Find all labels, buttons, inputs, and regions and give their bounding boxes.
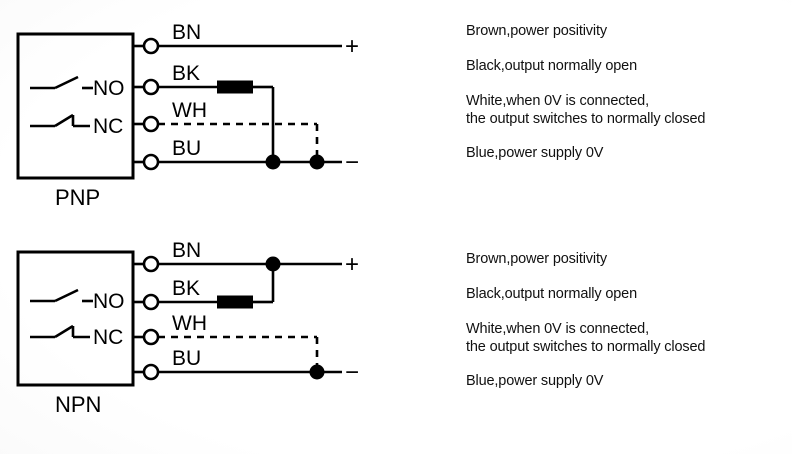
- legend-npn-line: the output switches to normally closed: [466, 339, 706, 355]
- wire-label-bk: BK: [172, 62, 200, 85]
- terminal-bk-npn: BK: [133, 277, 273, 311]
- terminal-circle-bk: [142, 78, 160, 96]
- legend-npn-line: Brown,power positivity: [466, 251, 607, 267]
- legend-pnp-line: the output switches to normally closed: [466, 111, 706, 127]
- junction-dot-1-npn: [265, 256, 281, 272]
- legend-npn-paragraph: White,when 0V is connected, the output sw…: [466, 320, 786, 356]
- legend-pnp-paragraph: Brown,power positivity: [466, 22, 786, 40]
- switch-label-nc-npn: NC: [93, 326, 123, 349]
- legend-npn-paragraph: Black,output normally open: [466, 285, 786, 303]
- junction-dot-2-npn: [309, 364, 325, 380]
- polarity-plus-pnp: +: [345, 33, 359, 60]
- legend-npn-paragraph: Brown,power positivity: [466, 250, 786, 268]
- terminal-wh-pnp: WH: [133, 99, 317, 133]
- junction-dot-2-pnp: [309, 154, 325, 170]
- terminal-bn-npn: BN: [133, 239, 342, 273]
- junction-dot-1-pnp: [265, 154, 281, 170]
- polarity-plus-npn: +: [345, 251, 359, 278]
- load-resistor-pnp: [217, 80, 253, 94]
- terminal-circle-wh: [142, 328, 160, 346]
- diagram-npn: NO NC BN BK WH BU + − NPN: [16, 239, 359, 417]
- diagram-title-pnp: PNP: [55, 185, 100, 210]
- load-resistor-npn: [217, 295, 253, 309]
- legend-pnp-line: Blue,power supply 0V: [466, 145, 604, 161]
- switch-symbol-nc-pnp: [30, 113, 90, 128]
- switch-label-no-pnp: NO: [93, 77, 125, 100]
- wire-label-wh: WH: [172, 312, 207, 335]
- no-blade: [54, 75, 79, 90]
- nc-blade: [54, 324, 74, 339]
- legend-pnp-paragraph: Black,output normally open: [466, 57, 786, 75]
- legend-npn-line: Blue,power supply 0V: [466, 373, 604, 389]
- wire-label-bu: BU: [172, 347, 201, 370]
- legend-npn-line: Black,output normally open: [466, 286, 638, 302]
- terminal-circle-bu: [142, 363, 160, 381]
- switch-label-no-npn: NO: [93, 290, 125, 313]
- wire-label-bu: BU: [172, 137, 201, 160]
- polarity-minus-npn: −: [345, 359, 359, 386]
- wire-label-bn: BN: [172, 239, 201, 262]
- legend-pnp-paragraph: White,when 0V is connected, the output sw…: [466, 92, 786, 128]
- no-blade: [54, 288, 79, 303]
- terminal-wh-npn: WH: [133, 312, 317, 346]
- terminal-circle-wh: [142, 115, 160, 133]
- terminal-circle-bn: [142, 255, 160, 273]
- legend-npn-paragraph: Blue,power supply 0V: [466, 372, 786, 390]
- sensor-body-npn: [16, 250, 135, 387]
- sensor-body-pnp: [16, 32, 135, 180]
- terminal-bn-pnp: BN: [133, 21, 342, 55]
- wire-label-bk: BK: [172, 277, 200, 300]
- terminal-circle-bu: [142, 153, 160, 171]
- diagram-title-npn: NPN: [55, 392, 101, 417]
- nc-blade: [54, 113, 74, 128]
- wire-label-bn: BN: [172, 21, 201, 44]
- switch-symbol-no-npn: [30, 288, 93, 303]
- legend-npn-line: White,when 0V is connected,: [466, 321, 649, 337]
- diagram-pnp: NO NC BN BK WH BU + − PNP: [16, 21, 359, 210]
- switch-symbol-no-pnp: [30, 75, 93, 90]
- switch-symbol-nc-npn: [30, 324, 90, 339]
- switch-label-nc-pnp: NC: [93, 115, 123, 138]
- legend-pnp-line: White,when 0V is connected,: [466, 93, 649, 109]
- legend-pnp-paragraph: Blue,power supply 0V: [466, 144, 786, 162]
- wire-label-wh: WH: [172, 99, 207, 122]
- terminal-circle-bk: [142, 293, 160, 311]
- terminal-circle-bn: [142, 37, 160, 55]
- polarity-minus-pnp: −: [345, 149, 359, 176]
- legend-pnp-line: Black,output normally open: [466, 58, 638, 74]
- legend-pnp-line: Brown,power positivity: [466, 23, 607, 39]
